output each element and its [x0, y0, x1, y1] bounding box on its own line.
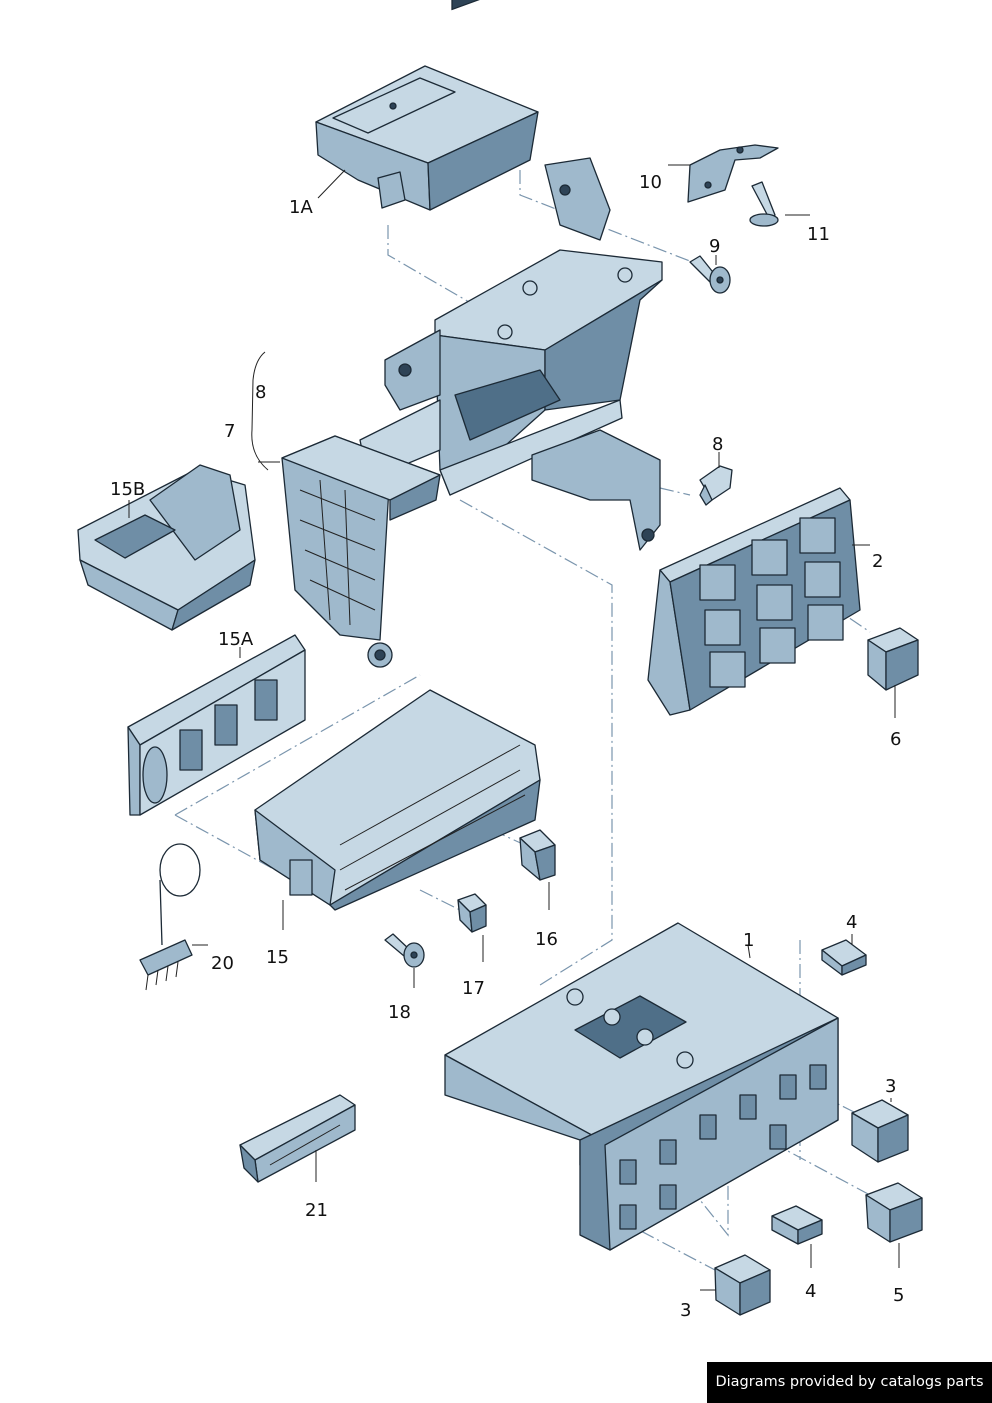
callout-8-clip[interactable]: 8 — [712, 434, 723, 455]
leader-lines — [128, 164, 900, 1291]
callout-3-upper[interactable]: 3 — [885, 1076, 896, 1097]
callout-8-upper[interactable]: 8 — [255, 382, 266, 403]
callout-11[interactable]: 11 — [807, 224, 830, 245]
callout-18[interactable]: 18 — [388, 1002, 411, 1023]
part-fuse-17[interactable] — [457, 893, 487, 933]
part-plate-10[interactable] — [687, 144, 779, 203]
callout-1[interactable]: 1 — [743, 930, 754, 951]
part-screw-11[interactable] — [749, 181, 779, 227]
part-bracket-7[interactable] — [281, 157, 663, 668]
callout-20[interactable]: 20 — [211, 953, 234, 974]
callout-15a[interactable]: 15A — [218, 629, 254, 650]
part-fuse-holder-15[interactable] — [254, 689, 541, 911]
callout-10[interactable]: 10 — [639, 172, 662, 193]
callout-2[interactable]: 2 — [872, 551, 883, 572]
callout-3-lower[interactable]: 3 — [680, 1300, 691, 1321]
callout-4-top[interactable]: 4 — [846, 912, 857, 933]
callout-4-bottom[interactable]: 4 — [805, 1281, 816, 1302]
part-control-unit-1a[interactable] — [315, 0, 539, 211]
footer-banner: Diagrams provided by catalogs parts — [707, 1362, 992, 1403]
callout-5[interactable]: 5 — [893, 1285, 904, 1306]
part-relay-carrier-2[interactable] — [647, 487, 861, 716]
callout-labels: 1A 10 11 9 8 7 8 15B 2 15A 6 20 15 16 17… — [110, 172, 904, 1321]
callout-15b[interactable]: 15B — [110, 479, 145, 500]
part-relay-4-top[interactable] — [821, 939, 867, 976]
part-relay-3-upper[interactable] — [851, 1099, 909, 1163]
bracket-ribs — [299, 479, 376, 626]
box-sockets — [619, 1064, 827, 1230]
carrier-cells — [699, 517, 844, 688]
callout-21[interactable]: 21 — [305, 1200, 328, 1221]
part-central-box-1[interactable] — [444, 922, 839, 1251]
callout-16[interactable]: 16 — [535, 929, 558, 950]
part-relay-6[interactable] — [867, 627, 919, 691]
part-clip-8[interactable] — [699, 465, 733, 506]
callout-9[interactable]: 9 — [709, 236, 720, 257]
callout-17[interactable]: 17 — [462, 978, 485, 999]
callout-1a[interactable]: 1A — [289, 197, 313, 218]
part-cover-15b[interactable] — [77, 464, 256, 631]
fuse-slots — [339, 744, 526, 891]
part-screw-9[interactable] — [689, 255, 731, 294]
part-screw-18[interactable] — [384, 933, 425, 968]
part-relay-4-bottom[interactable] — [771, 1205, 823, 1245]
part-cover-15a[interactable] — [127, 634, 306, 816]
part-puller-20[interactable] — [139, 843, 201, 991]
callout-15[interactable]: 15 — [266, 947, 289, 968]
part-relay-3-lower[interactable] — [714, 1254, 771, 1316]
callout-6[interactable]: 6 — [890, 729, 901, 750]
part-relay-5[interactable] — [865, 1182, 923, 1243]
part-fuse-16[interactable] — [519, 829, 556, 881]
part-fuse-puller-21[interactable] — [239, 1094, 356, 1183]
callout-7[interactable]: 7 — [224, 421, 235, 442]
